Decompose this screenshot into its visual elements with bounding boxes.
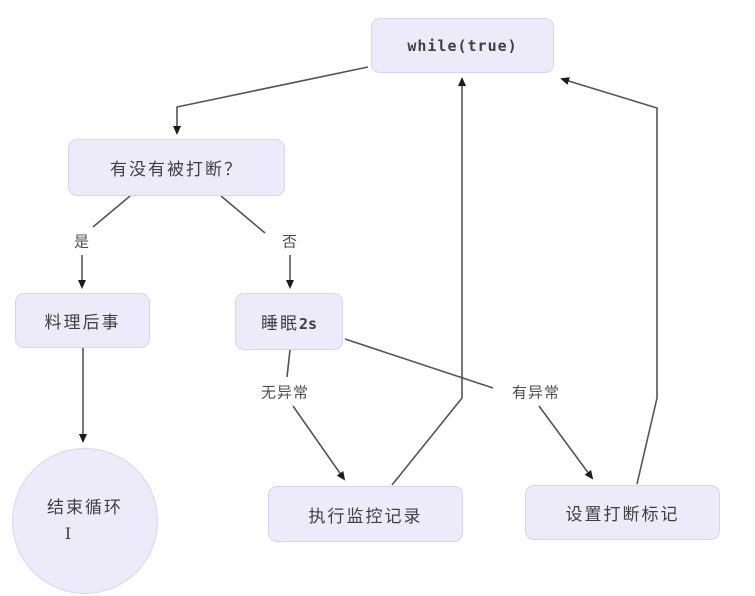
- edge-label-no-exception: 无异常: [258, 381, 312, 403]
- edge-label-yes: 是: [71, 230, 93, 252]
- edge-sleep-to-noexception-label: [286, 349, 291, 378]
- edge-label-no: 否: [279, 230, 301, 252]
- node-while-loop: while(true): [371, 18, 554, 73]
- node-end-loop-label: 结束循环: [47, 498, 123, 519]
- node-handle-aftermath-label: 料理后事: [44, 313, 121, 333]
- node-end-loop: 结束循环 I: [12, 448, 158, 594]
- node-handle-aftermath: 料理后事: [15, 293, 150, 348]
- edge-while-to-check: [173, 66, 369, 135]
- node-interrupt-check-label: 有没有被打断？: [110, 160, 243, 180]
- node-set-interrupt-flag-label: 设置打断标记: [565, 505, 680, 525]
- edge-noexception-label-to-monitor: [292, 405, 346, 481]
- edge-hasexception-label-to-setflag: [538, 405, 594, 480]
- edge-sleep-to-hasexception-label: [344, 338, 494, 389]
- edge-check-to-no-label: [220, 195, 266, 234]
- edge-monitor-to-while: [391, 77, 466, 486]
- text-cursor: I: [64, 523, 74, 543]
- node-sleep-duration: 2s: [298, 315, 318, 333]
- node-while-loop-label: while(true): [407, 36, 518, 55]
- edge-check-to-yes-label: [92, 195, 131, 228]
- node-monitor-log-label: 执行监控记录: [308, 506, 423, 527]
- node-set-interrupt-flag: 设置打断标记: [525, 485, 720, 540]
- node-sleep-label: 睡眠2s: [260, 314, 318, 334]
- edge-setflag-to-while: [560, 77, 658, 485]
- edge-label-has-exception: 有异常: [509, 381, 563, 403]
- node-monitor-log: 执行监控记录: [268, 486, 463, 542]
- node-sleep: 睡眠2s: [235, 293, 343, 350]
- node-interrupt-check: 有没有被打断？: [68, 139, 285, 196]
